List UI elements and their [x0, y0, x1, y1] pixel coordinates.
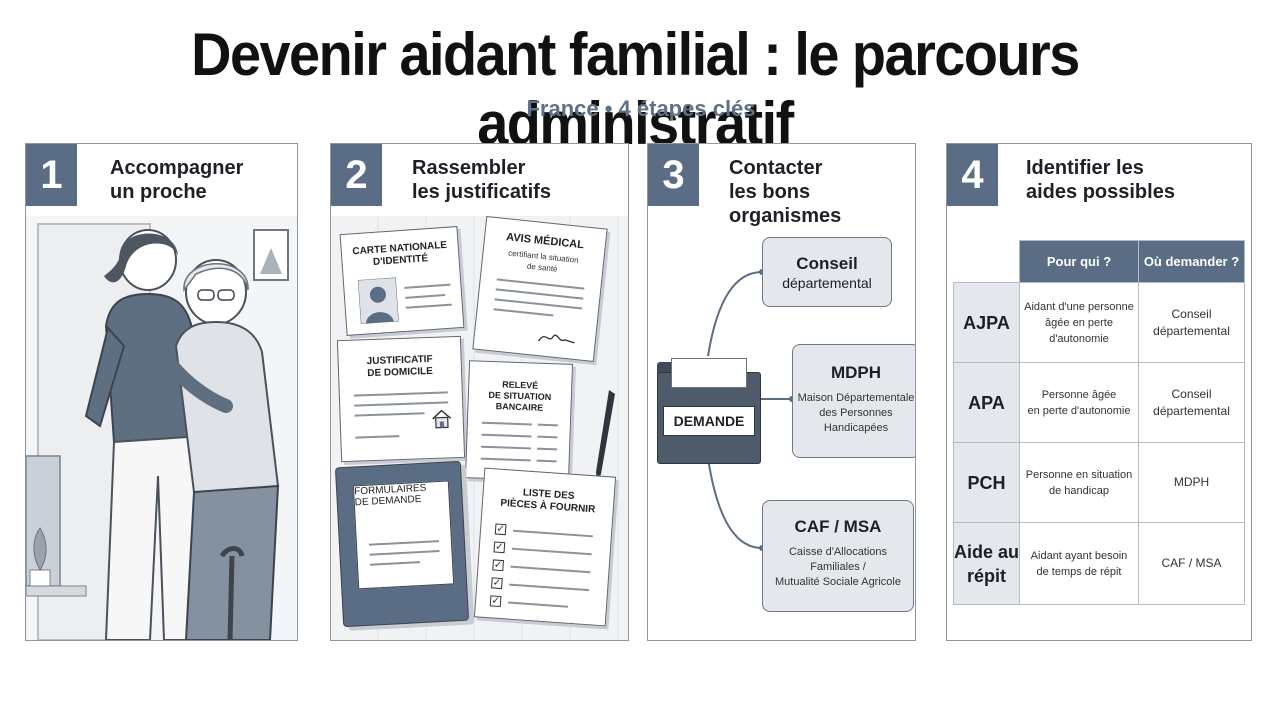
step-2-title: Rassembler les justificatifs — [412, 156, 551, 204]
aid-name: AJPA — [953, 282, 1020, 363]
person-silhouette-icon — [357, 277, 399, 324]
checkbox-icon: ✓ — [494, 523, 507, 536]
id-card-document: CARTE NATIONALE D'IDENTITÉ — [339, 226, 465, 336]
organism-detail-line2: Familiales / — [810, 561, 866, 573]
aid-where: CAF / MSA — [1138, 522, 1245, 605]
step-1-title-line1: Accompagner — [110, 157, 244, 179]
documents-area: CARTE NATIONALE D'IDENTITÉ AVIS MÉDICAL … — [331, 215, 628, 640]
checkbox-icon: ✓ — [492, 559, 504, 572]
organism-name-line2: départemental — [782, 275, 872, 291]
checkbox-icon: ✓ — [490, 577, 503, 590]
step-3-number: 3 — [648, 144, 699, 206]
step-3-title-line2: les bons organismes — [729, 181, 842, 227]
checkbox-icon: ✓ — [493, 541, 506, 554]
organism-detail-line3: Handicapées — [823, 422, 889, 434]
pen-icon — [596, 390, 615, 482]
aid-where: MDPH — [1138, 442, 1245, 523]
step-3-title-line1: Contacter — [729, 157, 823, 179]
checkbox-icon: ✓ — [489, 595, 502, 608]
organism-name: CAF / MSA — [794, 517, 882, 536]
step-3-title: Contacter les bons organismes — [729, 156, 915, 228]
application-forms-binder: FORMULAIRES DE DEMANDE — [334, 460, 470, 628]
column-header-where: Où demander ? — [1138, 240, 1245, 283]
documents-checklist: LISTE DES PIÈCES À FOURNIR ✓ ✓ ✓ ✓ ✓ — [473, 467, 617, 627]
aids-table: Pour qui ? Où demander ? AJPA Aidant d'u… — [953, 240, 1245, 605]
organism-caf-msa: CAF / MSA Caisse d'Allocations Familiale… — [762, 500, 914, 612]
signature-icon — [537, 334, 575, 344]
medical-notice-document: AVIS MÉDICAL certifiant la situation de … — [472, 215, 608, 363]
step-4-title: Identifier les aides possibles — [1026, 156, 1175, 204]
organism-conseil-departemental: Conseil départemental — [762, 237, 892, 307]
organism-name: MDPH — [830, 363, 882, 382]
step-2-title-line1: Rassembler — [412, 157, 526, 179]
bank-statement-document: RELEVÉ DE SITUATION BANCAIRE — [464, 360, 574, 482]
step-4-title-line2: aides possibles — [1026, 181, 1175, 203]
house-icon — [432, 409, 452, 429]
table-header-row: Pour qui ? Où demander ? — [953, 240, 1245, 283]
page-subtitle: France • 4 étapes clés — [526, 96, 756, 121]
step-1-title-line2: un proche — [110, 181, 207, 203]
step-1-number: 1 — [26, 144, 77, 206]
step-2-title-line2: les justificatifs — [412, 181, 551, 203]
folder-label: DEMANDE — [663, 406, 755, 436]
aid-name: PCH — [953, 442, 1020, 523]
page-title: Devenir aidant familial : le parcours ad… — [191, 21, 1080, 157]
step-1-title: Accompagner un proche — [110, 156, 243, 204]
column-header-who: Pour qui ? — [1019, 240, 1139, 283]
organism-detail-line1: Caisse d'Allocations — [788, 546, 888, 558]
step-3-panel: 3 Contacter les bons organismes DEMANDE … — [647, 143, 916, 641]
aid-name: APA — [953, 362, 1020, 443]
organism-mdph: MDPH Maison Départementale des Personnes… — [792, 344, 915, 458]
organism-name: Conseil — [796, 254, 858, 273]
organism-detail-line3: Mutualité Sociale Agricole — [775, 576, 901, 588]
step-4-title-line1: Identifier les — [1026, 157, 1144, 179]
step-1-panel: 1 Accompagner un proche — [25, 143, 298, 641]
bank-title-line3: BANCAIRE — [495, 401, 544, 413]
caregiver-illustration — [26, 216, 297, 640]
application-folder-icon: DEMANDE — [657, 356, 761, 464]
connector-lines — [707, 269, 795, 551]
step-4-number: 4 — [947, 144, 998, 206]
proof-of-address-document: JUSTIFICATIF DE DOMICILE — [336, 335, 466, 463]
step-2-number: 2 — [331, 144, 382, 206]
step-4-panel: 4 Identifier les aides possibles Pour qu… — [946, 143, 1252, 641]
organism-detail-line2: des Personnes — [819, 407, 893, 419]
organism-detail-line1: Maison Départementale — [797, 392, 915, 404]
step-2-panel: 2 Rassembler les justificatifs CARTE NAT… — [330, 143, 629, 641]
